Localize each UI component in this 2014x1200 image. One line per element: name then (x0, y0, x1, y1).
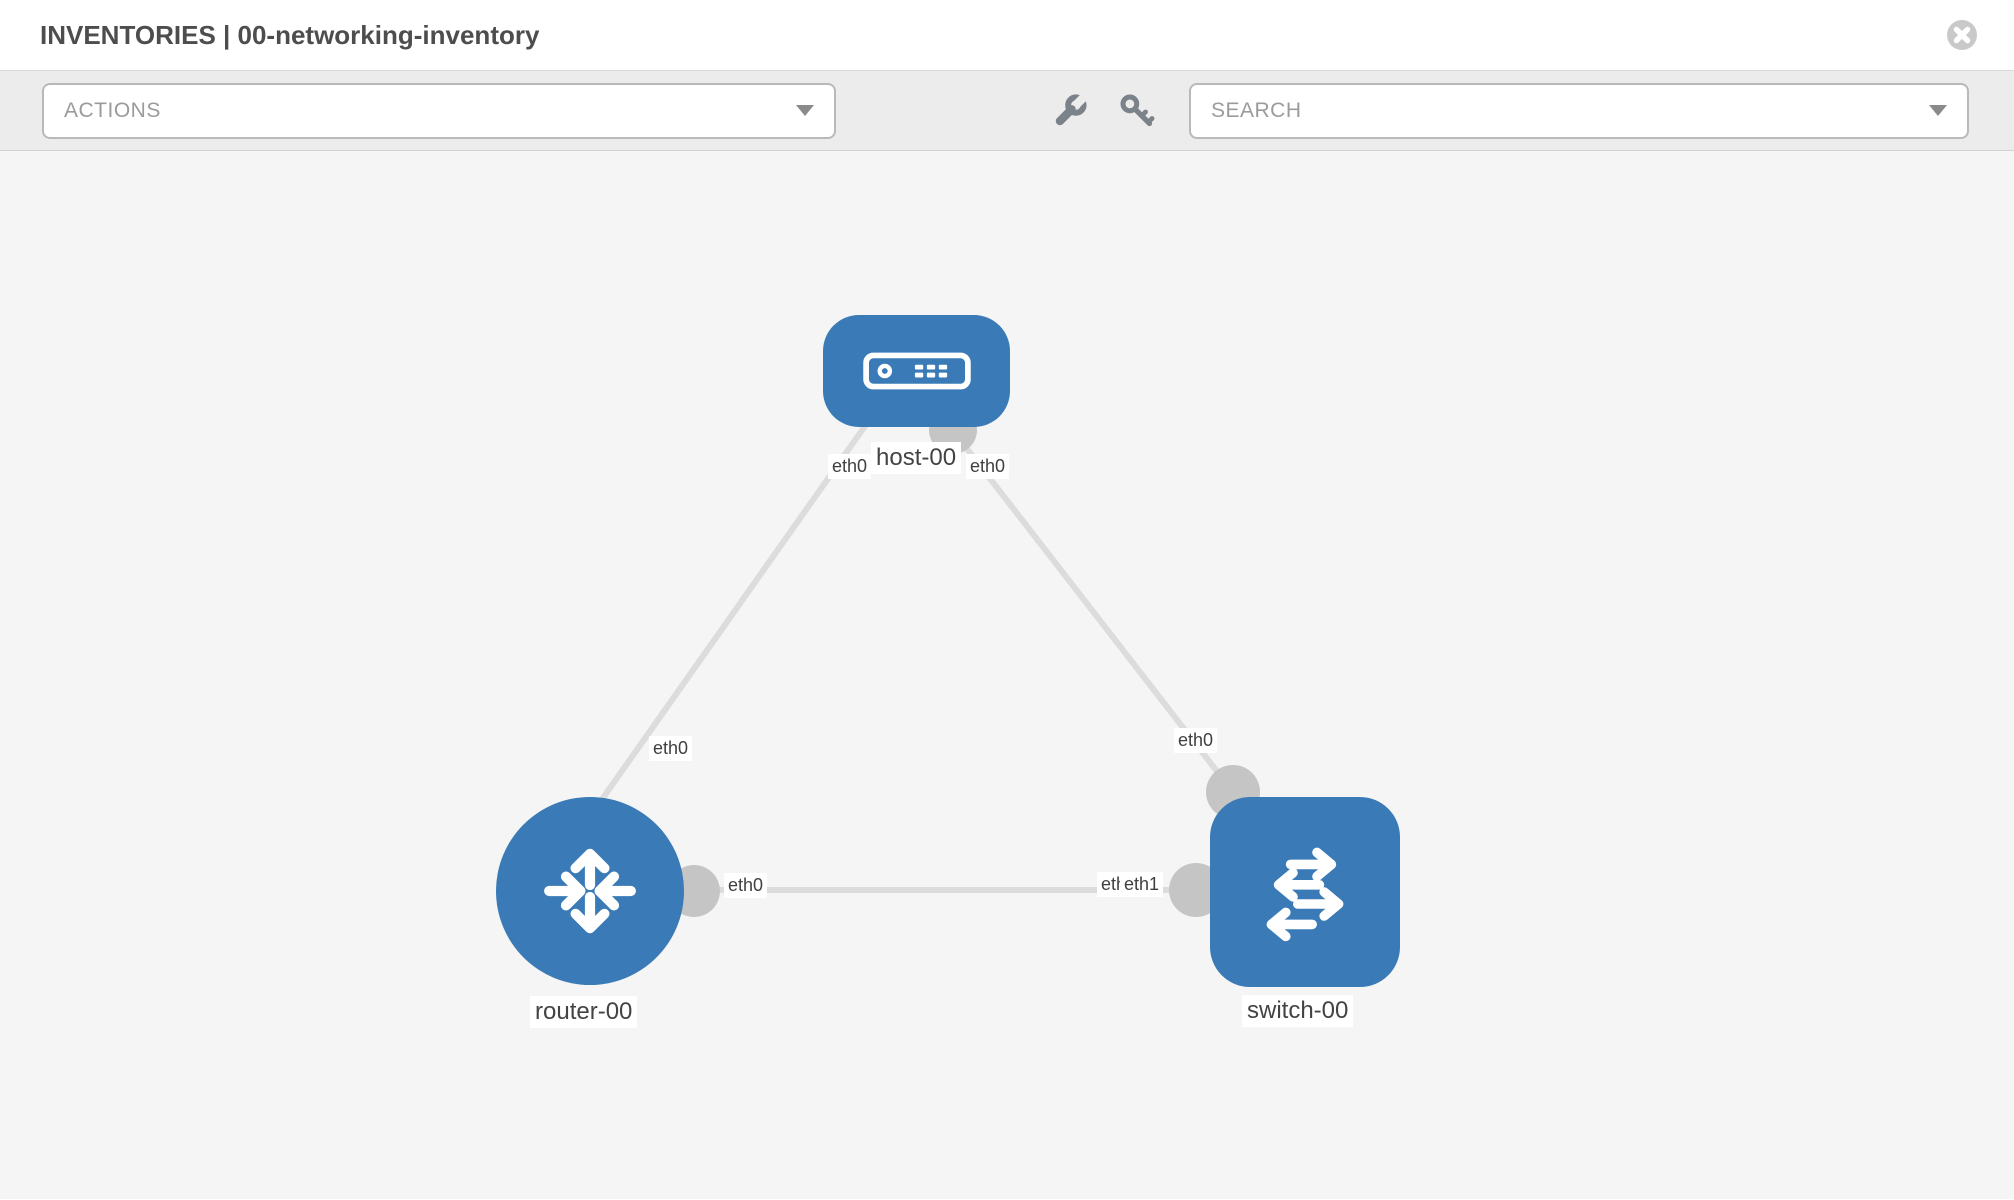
search-dropdown[interactable]: SEARCH (1189, 82, 1969, 139)
search-placeholder: SEARCH (1211, 98, 1302, 122)
link-host-router (595, 417, 873, 807)
page-header: INVENTORIES | 00-networking-inventory (0, 0, 2014, 71)
host-icon (862, 352, 971, 390)
wrench-icon (1055, 93, 1087, 125)
port-label-switch-eth1: eth1 (1120, 872, 1164, 897)
close-icon (1947, 20, 1977, 50)
key-icon (1120, 93, 1155, 126)
node-label-host: host-00 (871, 442, 962, 474)
page-title: INVENTORIES | 00-networking-inventory (40, 19, 540, 50)
configure-button[interactable] (1051, 92, 1089, 130)
router-icon (544, 848, 636, 934)
node-host-00[interactable] (823, 315, 1010, 427)
toolbar: ACTIONS SEARCH (0, 71, 2014, 151)
actions-dropdown-label: ACTIONS (64, 98, 161, 122)
links-layer (595, 406, 1260, 917)
credentials-button[interactable] (1118, 92, 1156, 130)
port-label-router-eth0-up: eth0 (649, 736, 693, 761)
close-button[interactable] (1946, 19, 1978, 51)
node-label-router: router-00 (530, 996, 638, 1028)
port-label-switch-eth0: eth0 (1174, 728, 1218, 753)
port-label-host-eth0-right: eth0 (966, 454, 1010, 479)
chevron-down-icon (1929, 105, 1947, 116)
port-label-host-eth0-left: eth0 (828, 454, 872, 479)
node-label-switch: switch-00 (1242, 995, 1354, 1027)
topology-canvas[interactable]: host-00 router-00 switch-00 eth0 eth0 et… (0, 151, 2014, 1199)
connector-switch-eth1 (1169, 863, 1223, 917)
port-label-router-eth0: eth0 (724, 873, 768, 898)
chevron-down-icon (796, 105, 814, 116)
actions-dropdown[interactable]: ACTIONS (42, 82, 836, 139)
node-router-00[interactable] (496, 797, 684, 985)
node-switch-00[interactable] (1210, 797, 1400, 987)
switch-icon (1266, 847, 1344, 942)
